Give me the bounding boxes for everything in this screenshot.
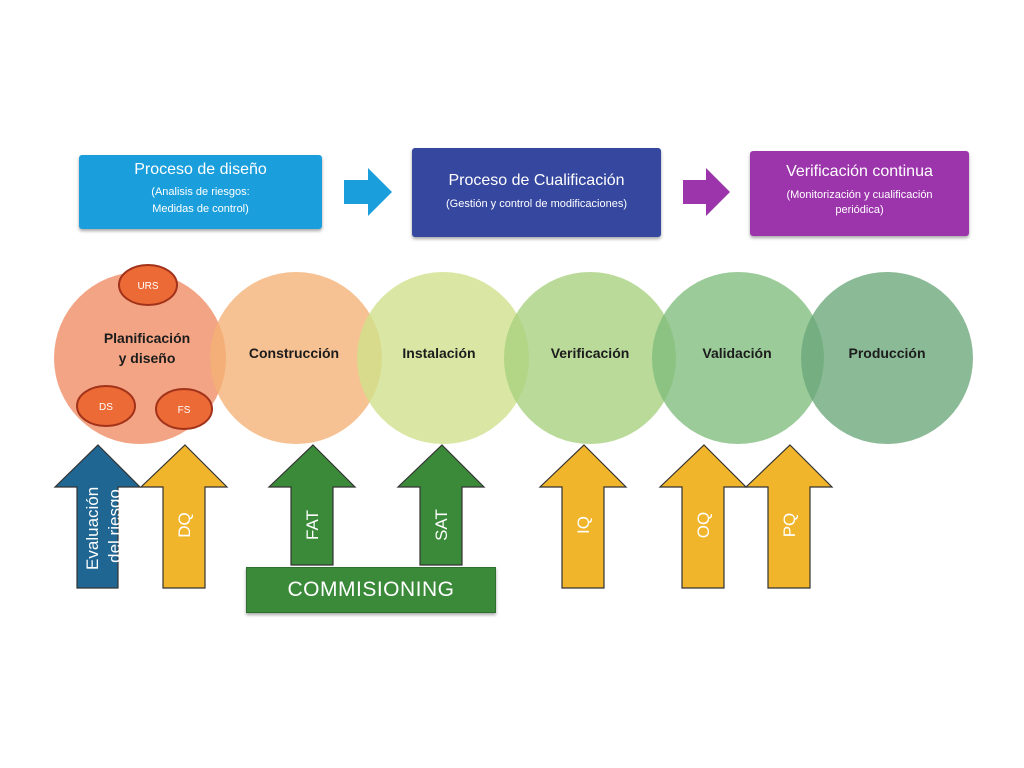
stage-label-validation: Validación — [702, 345, 771, 361]
risk-assessment-label-line-2: del riesgo — [105, 489, 124, 563]
stage-circle-production — [801, 272, 973, 444]
fat-arrow: FAT — [267, 444, 357, 566]
design-process-box: Proceso de diseño (Analisis de riesgos: … — [79, 155, 322, 229]
ds-document-marker — [76, 385, 136, 427]
ds-document-label: DS — [99, 402, 113, 413]
stage-label-verification: Verificación — [551, 345, 630, 361]
qualification-process-box: Proceso de Cualificación (Gestión y cont… — [412, 148, 661, 237]
continuous-verification-title: Verificación continua — [786, 163, 933, 180]
iq-label: IQ — [574, 516, 593, 534]
design-process-subtitle-line-2: Medidas de control) — [152, 203, 249, 215]
fs-document-label: FS — [178, 405, 191, 416]
design-process-title: Proceso de diseño — [134, 161, 267, 178]
stage-circle-verification — [504, 272, 676, 444]
connector-arrow-qualification-to-verification — [683, 168, 730, 216]
fat-label: FAT — [303, 510, 322, 540]
stage-label-construction: Construcción — [249, 345, 339, 361]
urs-document-marker — [118, 264, 178, 306]
stage-label-installation: Instalación — [402, 345, 475, 361]
connector-arrow-design-to-qualification — [344, 168, 392, 216]
oq-arrow: OQ — [658, 444, 748, 589]
fs-document-marker — [155, 388, 213, 430]
qualification-process-subtitle: (Gestión y control de modificaciones) — [446, 198, 627, 210]
iq-arrow: IQ — [538, 444, 628, 589]
sat-label: SAT — [432, 509, 451, 541]
continuous-verification-subtitle-line-2: periódica) — [835, 204, 884, 216]
qualification-process-title: Proceso de Cualificación — [448, 172, 625, 189]
design-process-subtitle-line-1: (Analisis de riesgos: — [151, 186, 250, 198]
svg-text:Evaluación del riesgo: Evaluación del riesgo — [83, 482, 124, 570]
commissioning-bar: COMMISIONING — [246, 567, 496, 613]
stage-label-production: Producción — [848, 345, 925, 361]
continuous-verification-box: Verificación continua (Monitorización y … — [750, 151, 969, 236]
oq-label: OQ — [694, 512, 713, 538]
dq-label: DQ — [175, 512, 194, 538]
pq-label: PQ — [780, 513, 799, 538]
stage-circle-validation — [652, 272, 824, 444]
risk-assessment-label-line-1: Evaluación — [83, 487, 102, 570]
stage-circle-construction — [210, 272, 382, 444]
continuous-verification-subtitle-line-1: (Monitorización y cualificación — [786, 189, 933, 201]
stage-circle-installation — [357, 272, 529, 444]
risk-assessment-arrow: Evaluación del riesgo — [53, 444, 142, 589]
pq-arrow: PQ — [744, 444, 834, 589]
urs-document-label: URS — [137, 281, 158, 292]
sat-arrow: SAT — [396, 444, 486, 566]
dq-arrow: DQ — [139, 444, 229, 589]
